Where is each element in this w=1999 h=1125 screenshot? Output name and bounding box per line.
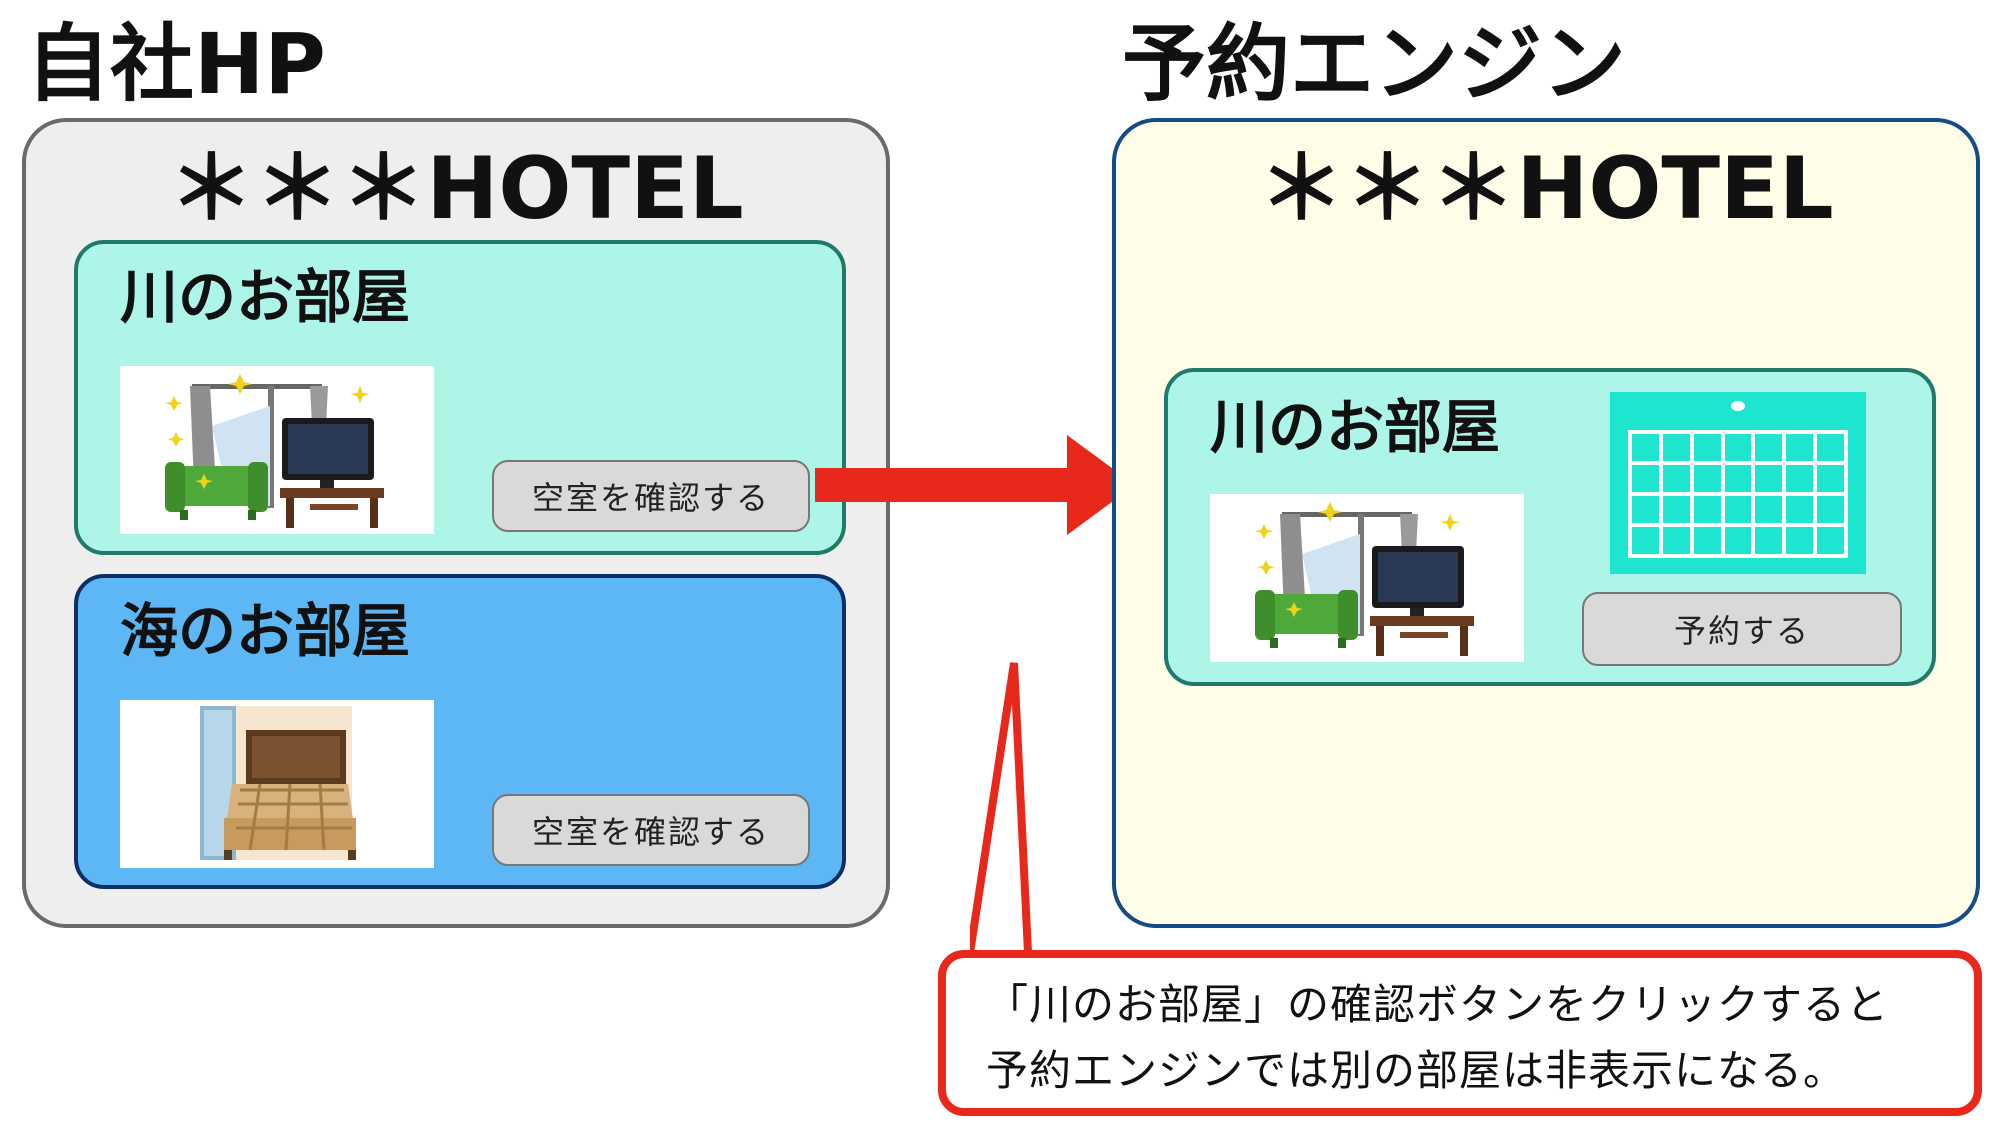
note-line-1: 「川のお部屋」の確認ボタンをクリックすると xyxy=(986,980,1890,1029)
callout-pointer xyxy=(970,660,1032,954)
check-availability-button[interactable]: 空室を確認する xyxy=(492,460,810,532)
sea-room-card: 海のお部屋 空室を確認する xyxy=(74,574,846,889)
note-callout: 「川のお部屋」の確認ボタンをクリックすると 予約エンジンでは別の部屋は非表示にな… xyxy=(938,950,1982,1116)
river-room-title: 川のお部屋 xyxy=(1210,393,1501,461)
hotel-site-heading: 自社HP xyxy=(26,15,326,113)
booking-engine-heading: 予約エンジン xyxy=(1122,15,1627,113)
hotel-site-title: ＊＊＊HOTEL xyxy=(168,139,744,239)
booking-engine-title: ＊＊＊HOTEL xyxy=(1258,139,1834,239)
living-room-photo xyxy=(1210,494,1524,662)
note-line-2: 予約エンジンでは別の部屋は非表示になる。 xyxy=(986,1046,1847,1095)
river-room-title: 川のお部屋 xyxy=(120,263,411,331)
living-room-photo xyxy=(120,366,434,534)
booking-engine-panel: ＊＊＊HOTEL 川のお部屋 xyxy=(1112,118,1980,928)
living-room-illustration xyxy=(1255,502,1474,656)
right-arrow-icon xyxy=(815,435,1135,535)
living-room-illustration xyxy=(165,374,384,528)
hotel-site-panel: ＊＊＊HOTEL 川のお部屋 xyxy=(22,118,890,928)
check-availability-button[interactable]: 空室を確認する xyxy=(492,794,810,866)
calendar-icon[interactable] xyxy=(1610,392,1866,574)
river-room-card: 川のお部屋 xyxy=(1164,368,1936,686)
river-room-card: 川のお部屋 xyxy=(74,240,846,555)
bedroom-illustration xyxy=(200,706,356,860)
bedroom-photo xyxy=(120,700,434,868)
sea-room-title: 海のお部屋 xyxy=(120,597,411,665)
reserve-button[interactable]: 予約する xyxy=(1582,592,1902,666)
